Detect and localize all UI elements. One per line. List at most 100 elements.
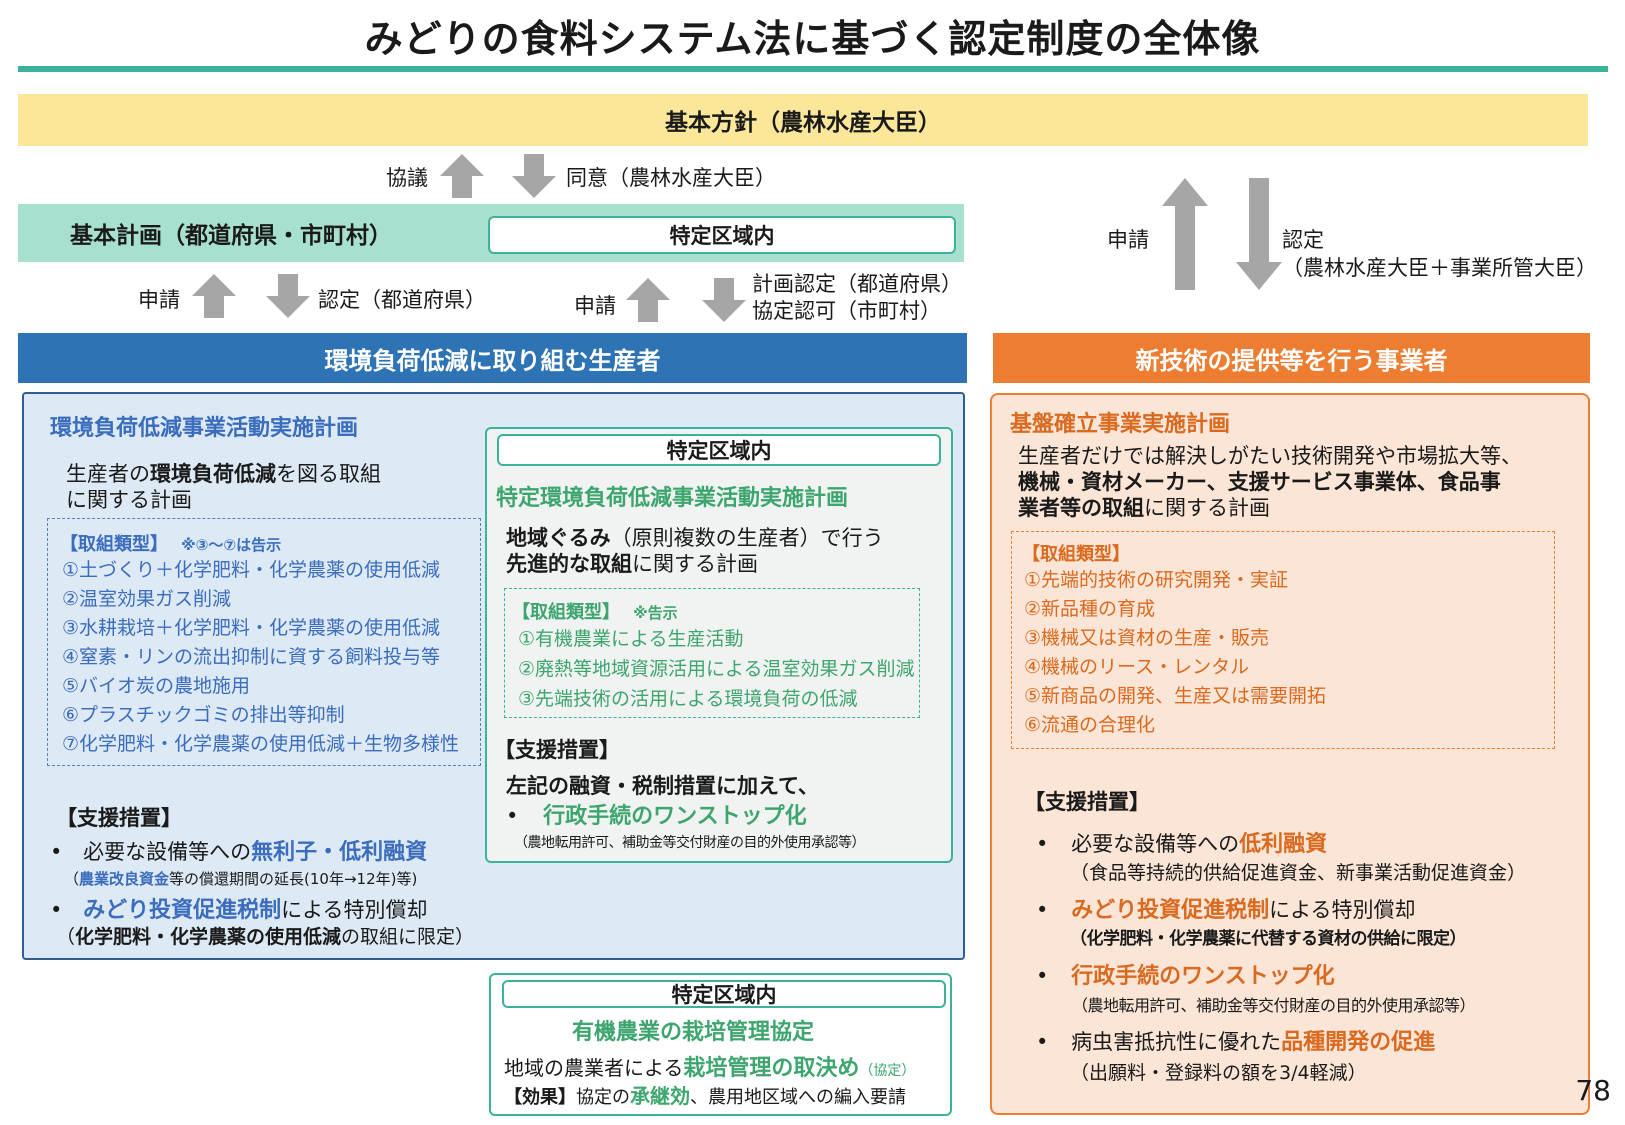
special-zone-support-2-note: （農地転用許可、補助金等交付財産の目的外使用承認等） xyxy=(514,835,866,851)
special-zone-support-2: • 行政手続のワンストップ化 xyxy=(506,798,807,830)
page-title: みどりの食料システム法に基づく認定制度の全体像 xyxy=(364,17,1261,61)
support-emphasis: 無利子・低利融資 xyxy=(251,840,428,865)
list-item: ①先端的技術の研究開発・実証 xyxy=(1024,569,1289,591)
producer-support-2: • みどり投資促進税制による特別償却 xyxy=(50,892,427,924)
arrow-up-icon xyxy=(1162,178,1208,290)
business-plan-desc-1: 生産者だけでは解決しがたい技術開発や市場拡大等、 xyxy=(1018,444,1522,468)
note-text: （ xyxy=(56,926,76,948)
organic-title: 有機農業の栽培管理協定 xyxy=(572,1020,815,1045)
special-zone-panel xyxy=(485,427,953,863)
producer-plan-title: 環境負荷低減事業活動実施計画 xyxy=(50,416,359,441)
support-emphasis: 低利融資 xyxy=(1239,832,1328,857)
effect-label: 【効果】 xyxy=(504,1087,576,1108)
apply-left-label: 申請 xyxy=(138,288,180,312)
list-item: ②廃熱等地域資源活用による温室効果ガス削減 xyxy=(518,658,915,680)
desc-emphasis: 先進的な取組 xyxy=(506,552,632,576)
producer-plan-desc: 生産者の環境負荷低減を図る取組 xyxy=(66,458,381,488)
effect-text: 、農用地区域への編入要請 xyxy=(690,1087,906,1108)
consult-label: 協議 xyxy=(386,166,428,190)
types-note: ※③～⑦は告示 xyxy=(181,536,282,554)
special-zone-types-list: ①有機農業による生産活動 ②廃熱等地域資源活用による温室効果ガス削減 ③先端技術… xyxy=(518,624,914,714)
support-emphasis: 行政手続のワンストップ化 xyxy=(1071,964,1335,989)
arrow-up-icon xyxy=(440,154,484,198)
desc-text: 地域の農業者による xyxy=(504,1056,684,1080)
bullet: • xyxy=(1036,1030,1049,1054)
special-zone-support-heading: 【支援措置】 xyxy=(494,738,620,762)
business-support-3: • 行政手続のワンストップ化 xyxy=(1036,958,1335,990)
basic-policy-label: 基本方針（農林水産大臣） xyxy=(665,110,941,136)
arrow-down-icon xyxy=(702,278,746,322)
apply-right-label: 申請 xyxy=(1107,228,1149,252)
special-zone-types-heading: 【取組類型】 ※告示 xyxy=(512,598,678,624)
business-support-1: • 必要な設備等への低利融資 xyxy=(1036,826,1327,858)
note-emphasis: 化学肥料・化学農薬の使用低減 xyxy=(75,926,342,948)
certify-right-detail: （農林水産大臣＋事業所管大臣） xyxy=(1282,256,1597,280)
effect-text: 協定の xyxy=(576,1087,630,1108)
basic-plan-label: 基本計画（都道府県・市町村） xyxy=(70,223,392,249)
note-emphasis: 農業改良資金 xyxy=(79,870,170,888)
business-support-heading: 【支援措置】 xyxy=(1024,790,1150,814)
effect-emphasis: 承継効 xyxy=(630,1084,690,1108)
desc-emphasis: 栽培管理の取決め xyxy=(683,1056,860,1081)
desc-text: （原則複数の生産者）で行う xyxy=(610,526,884,550)
arrow-up-icon xyxy=(626,278,670,322)
special-zone-desc-2: 先進的な取組に関する計画 xyxy=(506,548,758,578)
special-zone-desc-1: 地域ぐるみ（原則複数の生産者）で行う xyxy=(506,522,884,552)
list-item: ③機械又は資材の生産・販売 xyxy=(1024,627,1270,649)
producer-types-list: ①土づくり＋化学肥料・化学農薬の使用低減 ②温室効果ガス削減 ③水耕栽培＋化学肥… xyxy=(62,556,459,759)
list-item: ①有機農業による生産活動 xyxy=(518,628,744,650)
business-support-4: • 病虫害抵抗性に優れた品種開発の促進 xyxy=(1036,1024,1435,1056)
certify-right-label: 認定 xyxy=(1282,228,1324,252)
bullet: • xyxy=(506,804,519,828)
basic-policy-band: 基本方針（農林水産大臣） xyxy=(18,94,1588,146)
business-support-3-note: （農地転用許可、補助金等交付財産の目的外使用承認等） xyxy=(1072,996,1476,1015)
support-emphasis: 品種開発の促進 xyxy=(1281,1030,1436,1055)
desc-text: を図る取組 xyxy=(276,462,381,486)
producer-support-1-note: （農業改良資金等の償還期間の延長(10年→12年)等) xyxy=(64,868,417,889)
business-types-heading: 【取組類型】 xyxy=(1022,544,1130,565)
desc-text: 生産者の xyxy=(66,462,150,486)
apply-center-label: 申請 xyxy=(574,294,616,318)
bullet: • xyxy=(1036,898,1049,922)
businesses-panel xyxy=(990,393,1590,1115)
arrow-up-icon xyxy=(192,274,236,318)
support-text: による特別償却 xyxy=(281,898,428,922)
types-note: ※告示 xyxy=(633,604,678,622)
bullet: • xyxy=(50,840,63,864)
organic-effect: 【効果】協定の承継効、農用地区域への編入要請 xyxy=(504,1080,906,1109)
desc-text: に関する計画 xyxy=(632,552,758,576)
bullet: • xyxy=(50,898,63,922)
note-text: の取組に限定） xyxy=(341,926,475,948)
support-emphasis: 行政手続のワンストップ化 xyxy=(543,804,807,829)
basic-plan-zone-pill: 特定区域内 xyxy=(488,216,956,254)
types-heading: 【取組類型】 xyxy=(60,534,168,555)
businesses-header: 新技術の提供等を行う事業者 xyxy=(993,333,1590,383)
arrow-down-icon xyxy=(1236,178,1282,290)
special-zone-types-box xyxy=(504,588,920,718)
producer-support-2-note: （化学肥料・化学農薬の使用低減の取組に限定） xyxy=(56,922,474,949)
arrow-down-icon xyxy=(512,154,556,198)
plan-certification-label: 計画認定（都道府県） xyxy=(752,272,962,296)
list-item: ②温室効果ガス削減 xyxy=(62,588,232,610)
producer-support-heading: 【支援措置】 xyxy=(56,806,182,830)
list-item: ③水耕栽培＋化学肥料・化学農薬の使用低減 xyxy=(62,617,441,639)
producer-types-box xyxy=(47,518,481,766)
organic-desc: 地域の農業者による栽培管理の取決め（協定） xyxy=(504,1050,915,1082)
support-text: 必要な設備等への xyxy=(1071,832,1240,856)
bullet: • xyxy=(1036,832,1049,856)
page-number: 78 xyxy=(1575,1074,1611,1107)
special-zone-title: 特定環境負荷低減事業活動実施計画 xyxy=(496,486,849,511)
business-plan-desc-2: 機械・資材メーカー、支援サービス事業体、食品事 xyxy=(1018,470,1501,494)
list-item: ⑥流通の合理化 xyxy=(1024,714,1156,736)
special-zone-support-1: 左記の融資・税制措置に加えて、 xyxy=(506,774,819,798)
producer-types-heading: 【取組類型】 ※③～⑦は告示 xyxy=(60,530,281,556)
business-support-2: • みどり投資促進税制による特別償却 xyxy=(1036,892,1415,924)
desc-text: に関する計画 xyxy=(1144,496,1270,520)
business-support-2-note: （化学肥料・化学農薬に代替する資材の供給に限定） xyxy=(1070,929,1467,949)
types-heading: 【取組類型】 xyxy=(512,602,620,623)
business-types-list: ①先端的技術の研究開発・実証 ②新品種の育成 ③機械又は資材の生産・販売 ④機械… xyxy=(1024,566,1326,740)
special-zone-pill: 特定区域内 xyxy=(497,434,941,466)
business-plan-title: 基盤確立事業実施計画 xyxy=(1010,412,1231,437)
list-item: ⑥プラスチックゴミの排出等抑制 xyxy=(62,704,345,726)
business-types-box xyxy=(1011,531,1555,749)
